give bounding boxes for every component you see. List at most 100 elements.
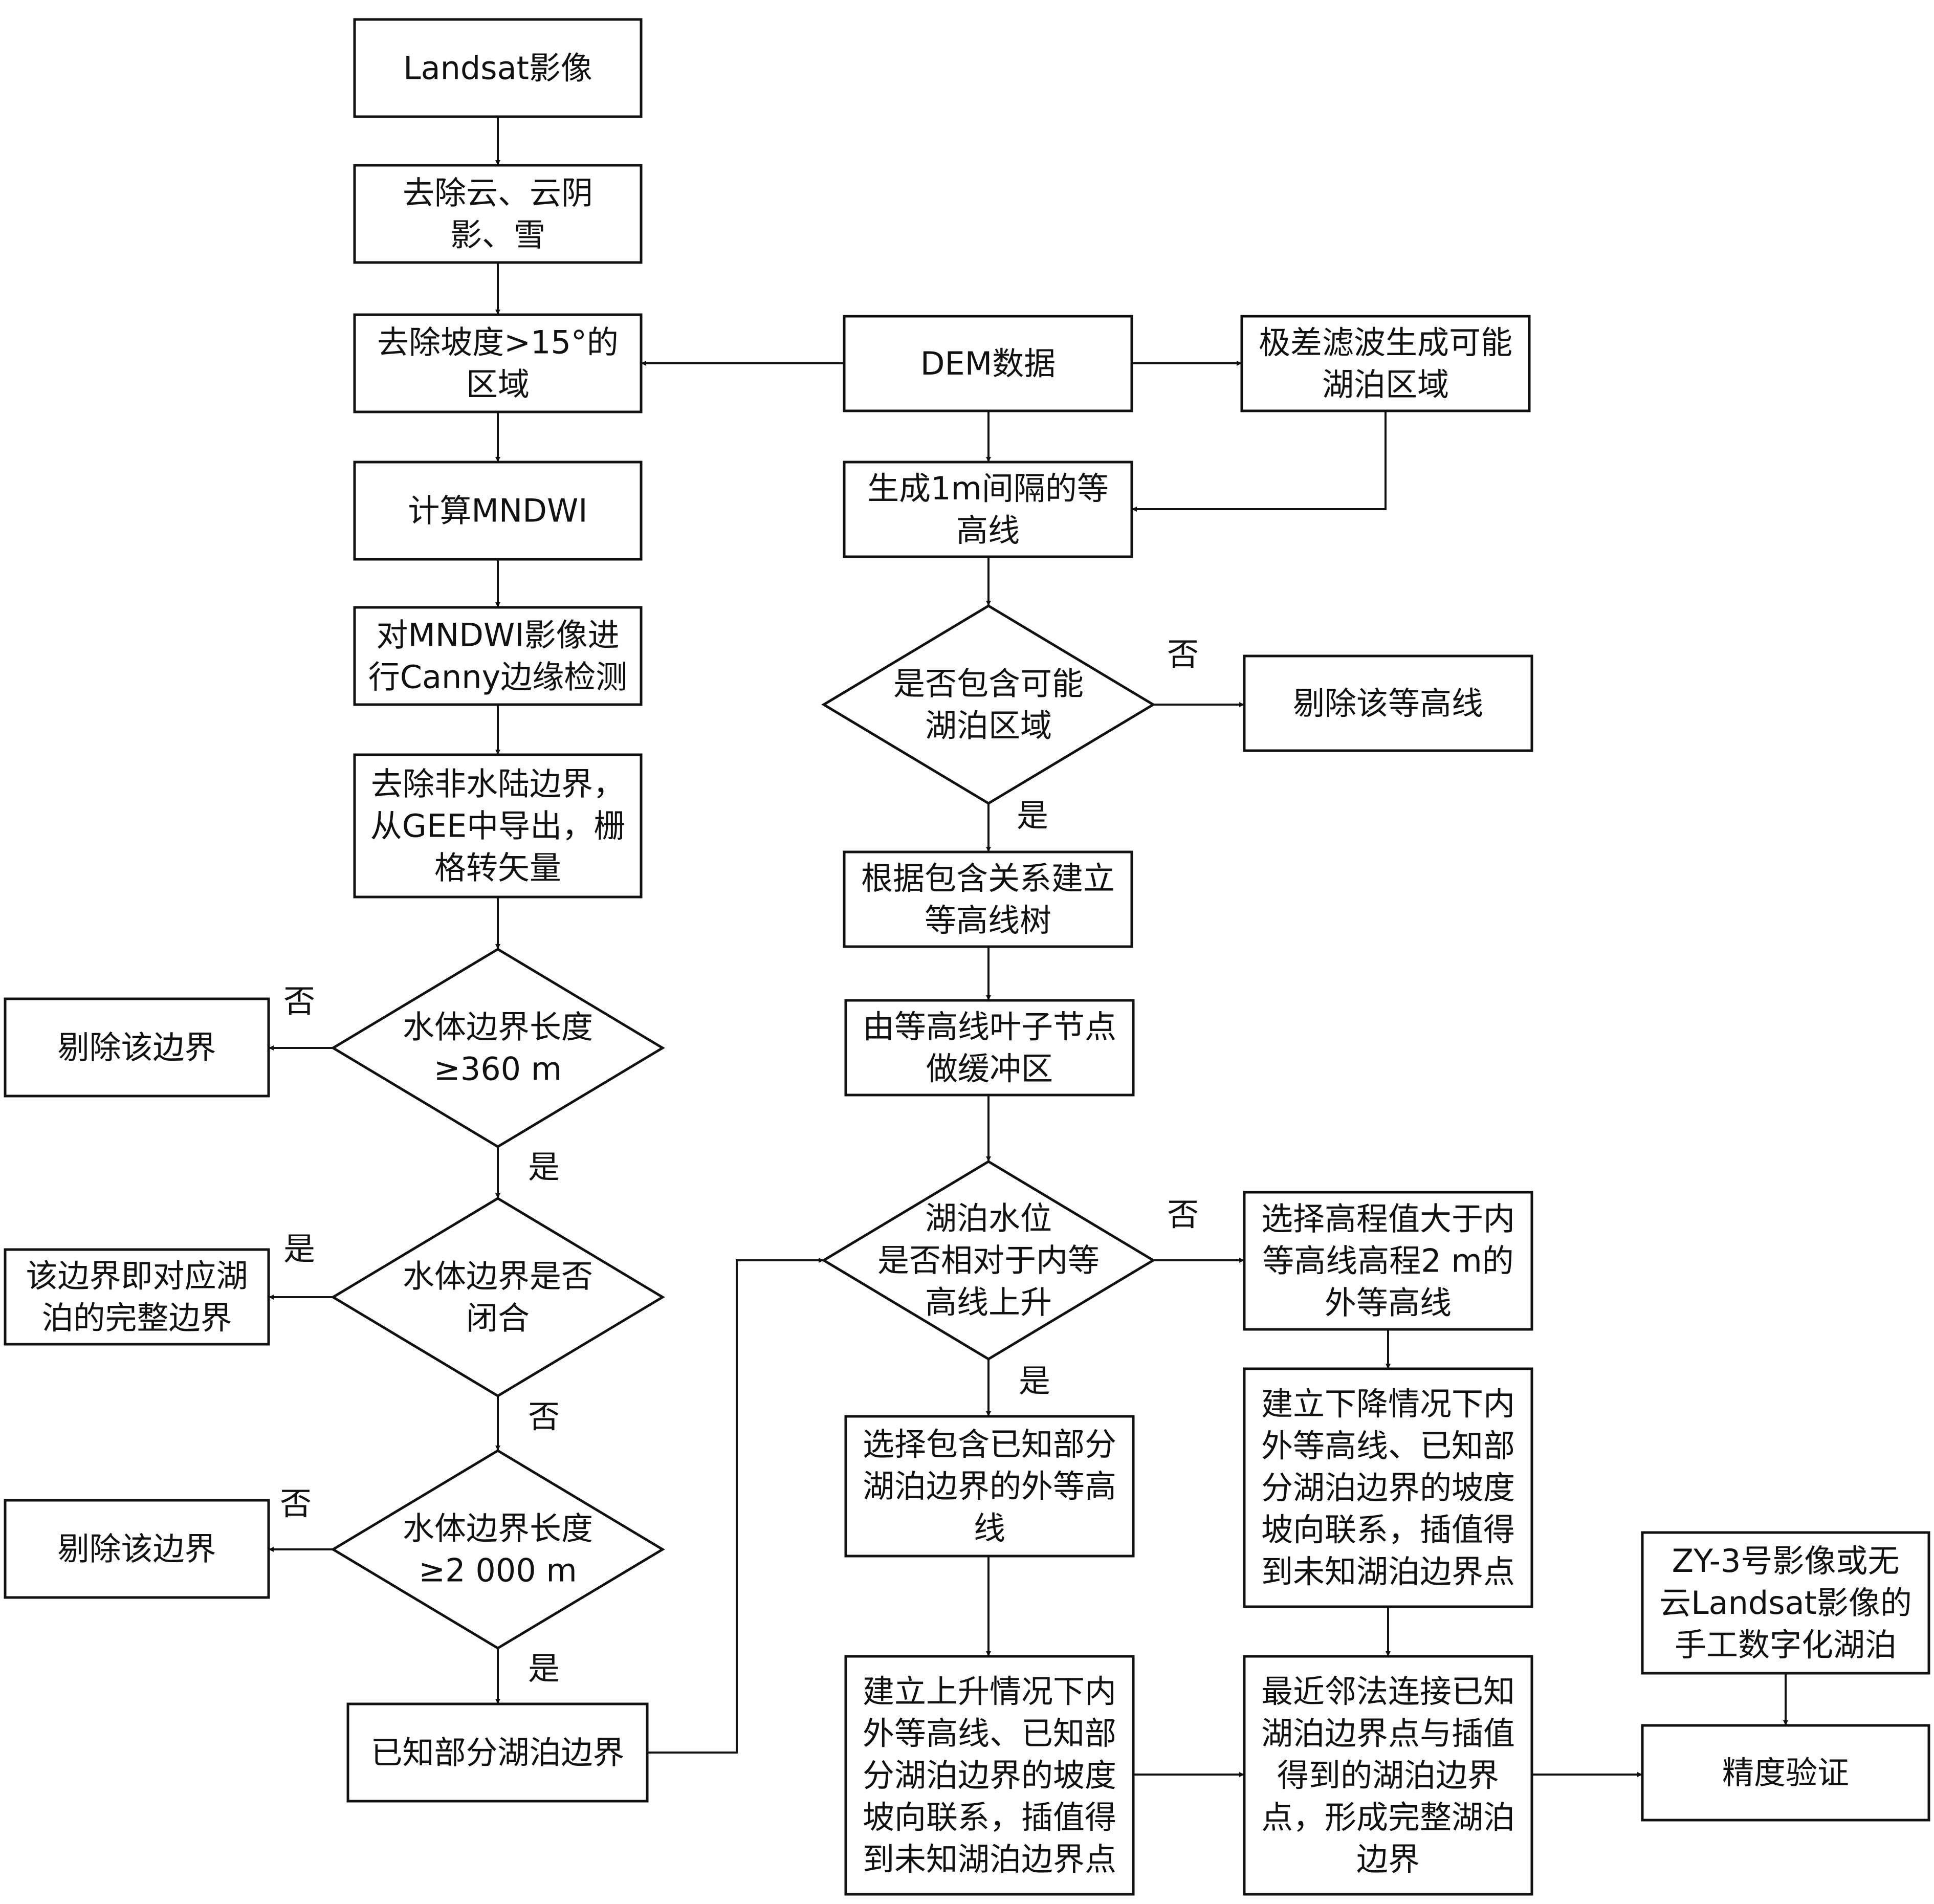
decision-water-rise-text: 湖泊水位是否相对于内等高线上升 <box>877 1200 1100 1321</box>
process-box <box>353 164 643 264</box>
node-rise-relation: 建立上升情况下内外等高线、已知部分湖泊边界的坡度坡向联系，插值得到未知湖泊边界点 <box>844 1655 1135 1896</box>
node-remove-edge-2-line-1: 剔除该边界 <box>57 1530 216 1568</box>
process-box <box>1243 1191 1533 1331</box>
node-remove-edge-2: 剔除该边界 <box>4 1499 270 1599</box>
node-nearest-neighbor: 最近邻法连接已知湖泊边界点与插值得到的湖泊边界点，形成完整湖泊边界 <box>1243 1655 1533 1896</box>
edge-known-to-waterrise <box>647 1258 824 1754</box>
process-box <box>353 606 643 706</box>
node-select-outer-2m-line-2: 等高线高程2 m的 <box>1262 1242 1514 1280</box>
node-nearest-neighbor-text: 最近邻法连接已知湖泊边界点与插值得到的湖泊边界点，形成完整湖泊边界 <box>1261 1673 1515 1878</box>
decision-water-rise-line-3: 高线上升 <box>925 1284 1052 1321</box>
node-rise-relation-line-1: 建立上升情况下内 <box>863 1673 1116 1710</box>
node-leaf-buffer-text: 由等高线叶子节点做缓冲区 <box>863 1008 1116 1087</box>
label-len360-yes: 是 <box>528 1148 560 1186</box>
node-leaf-buffer-line-2: 做缓冲区 <box>926 1050 1053 1087</box>
node-select-outer-known-line-2: 湖泊边界的外等高 <box>863 1468 1116 1505</box>
process-box <box>1240 315 1531 412</box>
node-decline-relation-line-3: 分湖泊边界的坡度 <box>1261 1469 1515 1506</box>
node-nearest-neighbor-line-5: 边界 <box>1356 1841 1420 1878</box>
node-complete-edge-line-2: 泊的完整边界 <box>41 1299 232 1337</box>
node-canny: 对MNDWI影像进行Canny边缘检测 <box>353 606 643 706</box>
process-box <box>353 753 643 899</box>
decision-contains-lake-line-1: 是否包含可能 <box>893 665 1084 703</box>
process-box <box>843 850 1133 948</box>
label-waterrise-yes: 是 <box>1019 1362 1050 1399</box>
process-box <box>4 1248 270 1346</box>
node-zy3-text: ZY-3号影像或无云Landsat影像的手工数字化湖泊 <box>1659 1542 1912 1664</box>
node-nearest-neighbor-line-3: 得到的湖泊边界 <box>1277 1757 1499 1794</box>
label-contains-yes: 是 <box>1017 797 1048 834</box>
node-remove-contour: 剔除该等高线 <box>1243 654 1533 752</box>
node-accuracy-line-1: 精度验证 <box>1722 1754 1849 1791</box>
process-box <box>346 1702 649 1803</box>
node-decline-relation-line-1: 建立下降情况下内 <box>1261 1385 1515 1422</box>
process-box <box>843 315 1133 412</box>
label-closed-yes: 是 <box>283 1230 315 1267</box>
node-zy3-line-1: ZY-3号影像或无 <box>1672 1542 1900 1580</box>
node-zy3-line-2: 云Landsat影像的 <box>1659 1584 1912 1622</box>
node-calc-mndwi-text: 计算MNDWI <box>408 492 587 530</box>
node-remove-cloud-line-1: 去除云、云阴 <box>403 174 593 212</box>
decision-water-rise-line-2: 是否相对于内等 <box>877 1242 1100 1279</box>
node-remove-nonwater-line-3: 格转矢量 <box>434 849 561 887</box>
node-contour-1m-line-1: 生成1m间隔的等 <box>867 470 1109 507</box>
node-canny-line-1: 对MNDWI影像进 <box>376 617 619 654</box>
decision-diamond <box>331 1197 665 1397</box>
node-remove-edge-1-line-1: 剔除该边界 <box>57 1029 216 1066</box>
node-select-outer-2m-line-3: 外等高线 <box>1325 1284 1452 1322</box>
process-box <box>844 999 1135 1097</box>
decision-diamond <box>821 604 1156 805</box>
label-len2000-no: 否 <box>280 1485 312 1522</box>
decision-len2000-text: 水体边界长度 ≥2 000 m <box>403 1510 593 1589</box>
node-known-partial-line-1: 已知部分湖泊边界 <box>370 1734 624 1771</box>
node-known-partial-text: 已知部分湖泊边界 <box>370 1734 624 1771</box>
label-closed-no: 否 <box>528 1398 560 1435</box>
edge-rangefilter-to-contour <box>1132 411 1387 512</box>
node-remove-nonwater-text: 去除非水陆边界，从GEE中导出，栅格转矢量 <box>370 765 625 887</box>
node-remove-edge-1-text: 剔除该边界 <box>57 1029 216 1066</box>
decision-closed-text: 水体边界是否闭合 <box>403 1258 593 1337</box>
node-select-outer-2m: 选择高程值大于内等高线高程2 m的外等高线 <box>1243 1191 1533 1331</box>
decision-contains-lake-text: 是否包含可能湖泊区域 <box>893 665 1084 745</box>
node-rise-relation-line-3: 分湖泊边界的坡度 <box>863 1757 1116 1794</box>
decision-len2000-line-1: 水体边界长度 <box>403 1510 593 1547</box>
node-select-outer-known-line-1: 选择包含已知部分 <box>863 1426 1116 1463</box>
node-accuracy: 精度验证 <box>1641 1724 1930 1822</box>
node-remove-cloud-text: 去除云、云阴影、雪 <box>403 174 593 254</box>
node-accuracy-text: 精度验证 <box>1722 1754 1849 1791</box>
node-select-outer-2m-line-1: 选择高程值大于内 <box>1261 1200 1515 1238</box>
node-select-outer-known-line-3: 线 <box>974 1509 1005 1547</box>
label-contains-no: 否 <box>1167 636 1199 673</box>
node-rise-relation-line-5: 到未知湖泊边界点 <box>863 1841 1116 1878</box>
node-select-outer-2m-text: 选择高程值大于内等高线高程2 m的外等高线 <box>1261 1200 1515 1322</box>
node-canny-text: 对MNDWI影像进行Canny边缘检测 <box>368 617 628 696</box>
node-complete-edge: 该边界即对应湖泊的完整边界 <box>4 1248 270 1346</box>
node-complete-edge-text: 该边界即对应湖泊的完整边界 <box>26 1257 248 1337</box>
node-landsat: Landsat影像 <box>353 18 643 118</box>
process-box <box>843 461 1133 558</box>
node-decline-relation-line-4: 坡向联系，插值得 <box>1261 1511 1515 1548</box>
decision-len2000: 水体边界长度 ≥2 000 m <box>331 1449 665 1650</box>
node-contour-1m: 生成1m间隔的等高线 <box>843 461 1133 558</box>
node-nearest-neighbor-line-1: 最近邻法连接已知 <box>1261 1673 1515 1710</box>
process-box <box>353 461 643 561</box>
node-select-outer-known: 选择包含已知部分湖泊边界的外等高线 <box>844 1415 1135 1558</box>
label-waterrise-no: 否 <box>1167 1196 1199 1233</box>
process-box <box>353 18 643 118</box>
node-rise-relation-line-2: 外等高线、已知部 <box>863 1715 1116 1752</box>
decision-len2000-line-2: ≥2 000 m <box>419 1552 577 1589</box>
node-remove-cloud-line-2: 影、雪 <box>450 216 545 254</box>
node-zy3-line-3: 手工数字化湖泊 <box>1675 1626 1897 1664</box>
node-zy3: ZY-3号影像或无云Landsat影像的手工数字化湖泊 <box>1641 1531 1930 1675</box>
node-nearest-neighbor-line-4: 点，形成完整湖泊 <box>1261 1799 1515 1836</box>
decision-water-rise-line-1: 湖泊水位 <box>925 1200 1052 1237</box>
decision-closed: 水体边界是否闭合 <box>331 1197 665 1397</box>
process-box <box>1243 654 1533 752</box>
process-box <box>353 313 643 413</box>
decision-water-rise: 湖泊水位是否相对于内等高线上升 <box>821 1160 1156 1361</box>
node-decline-relation-line-2: 外等高线、已知部 <box>1261 1427 1515 1464</box>
node-canny-line-2: 行Canny边缘检测 <box>368 659 628 696</box>
decision-contains-lake-line-2: 湖泊区域 <box>925 707 1052 745</box>
node-contour-tree: 根据包含关系建立等高线树 <box>843 850 1133 948</box>
